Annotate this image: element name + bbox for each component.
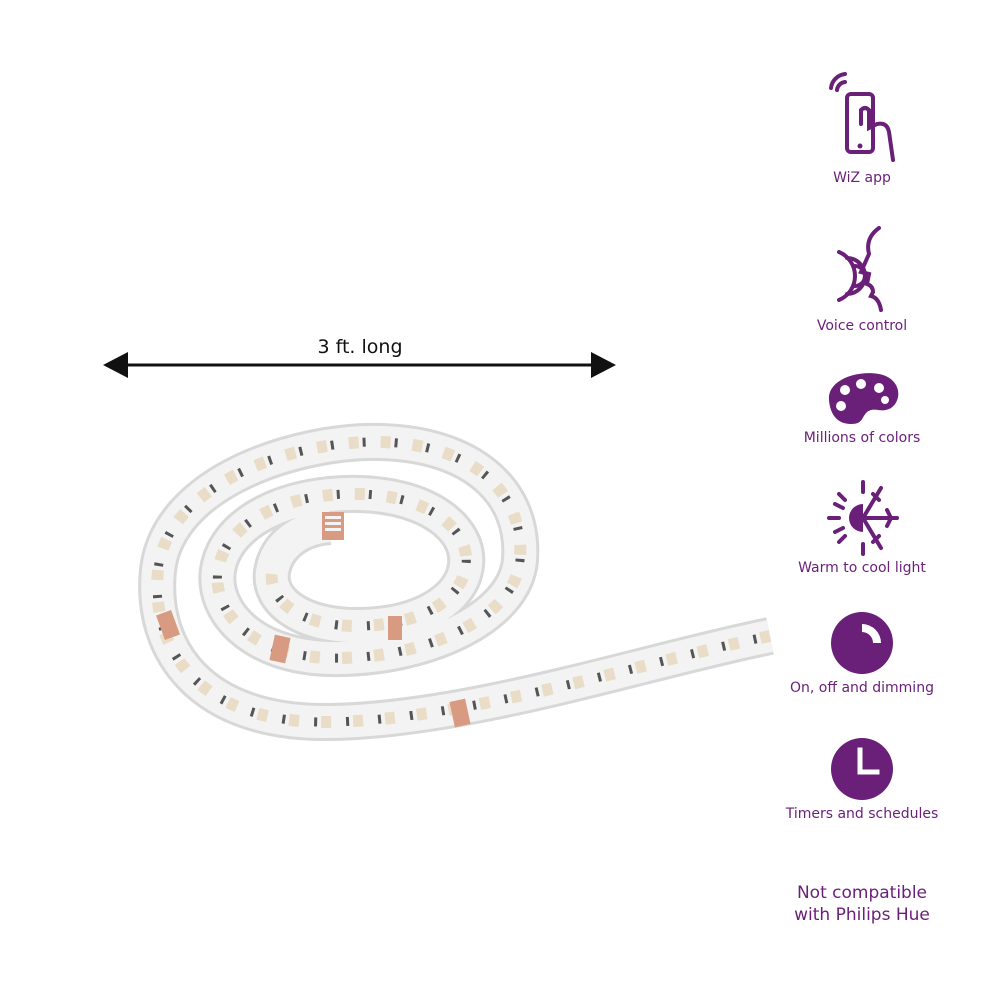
compatibility-note: Not compatible with Philips Hue (770, 882, 954, 926)
note-line-1: Not compatible (796, 883, 928, 903)
clock-icon (831, 738, 893, 800)
feature-timers-schedules: Timers and schedules (770, 736, 954, 822)
dimension-label: 3 ft. long (317, 336, 403, 358)
feature-warm-to-cool-light: Warm to cool light (770, 480, 954, 576)
feature-label: WiZ app (833, 170, 891, 186)
feature-on-off-dimming: On, off and dimming (770, 610, 954, 696)
led-strip (138, 422, 774, 742)
note-line-2: with Philips Hue (794, 905, 930, 925)
feature-wiz-app: WiZ app (770, 70, 954, 186)
feature-label: Timers and schedules (785, 806, 939, 822)
color-palette-icon (828, 373, 899, 424)
feature-millions-of-colors: Millions of colors (770, 370, 954, 446)
feature-label: Voice control (816, 318, 908, 334)
dimension-arrow (103, 352, 616, 378)
dimming-icon (831, 612, 893, 674)
feature-label: On, off and dimming (790, 680, 934, 696)
sun-snowflake-icon (827, 480, 899, 556)
voice-control-icon (837, 226, 883, 312)
feature-voice-control: Voice control (770, 224, 954, 334)
smartphone-touch-icon (829, 72, 895, 162)
feature-label: Millions of colors (803, 430, 921, 446)
feature-label: Warm to cool light (798, 560, 926, 576)
